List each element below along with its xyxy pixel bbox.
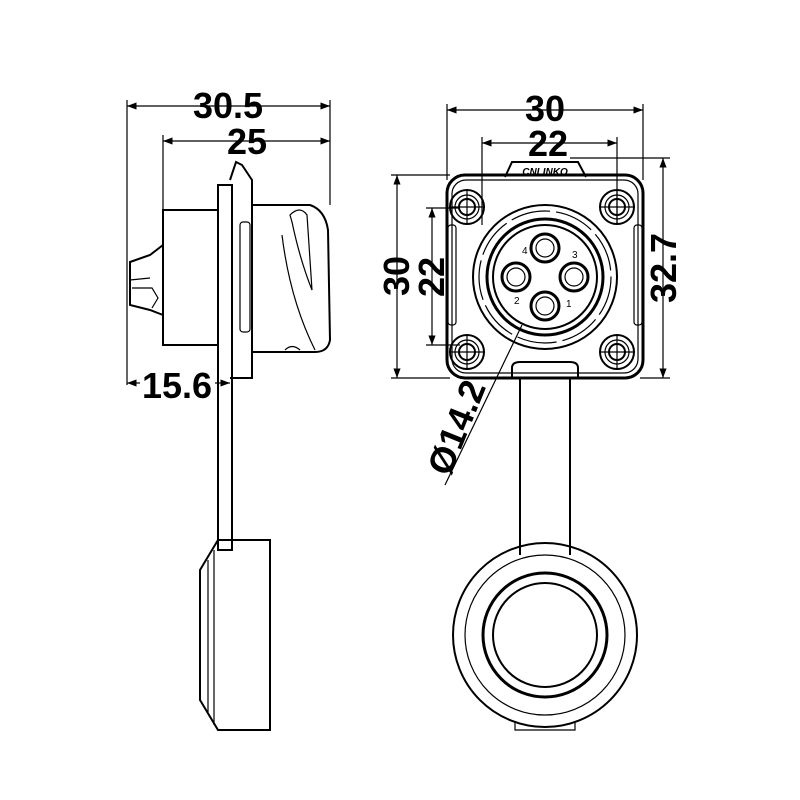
mounting-holes [449, 189, 635, 370]
dim-rear-length: 15.6 [142, 365, 212, 406]
dim-hole-spacing-v: 22 [411, 257, 452, 297]
dim-width: 30 [525, 88, 565, 129]
dimension-30-5: 30.5 [126, 85, 331, 385]
dimension-15-6: 15.6 [127, 365, 230, 406]
dim-overall-length: 30.5 [193, 85, 263, 126]
contact-pins: 1 2 3 4 [500, 232, 590, 322]
front-view: 30 22 30 22 32.7 CNLIN [376, 88, 684, 731]
pin-label-3: 3 [572, 250, 578, 261]
dim-body-length: 25 [227, 121, 267, 162]
dimension-30-left: 30 [376, 174, 450, 379]
dim-height: 30 [376, 256, 417, 296]
dimension-32-7: 32.7 [570, 157, 684, 379]
side-view: 30.5 25 15.6 [126, 85, 332, 731]
dimension-22-left: 22 [411, 207, 460, 346]
dim-total-height: 32.7 [643, 233, 684, 303]
dim-diameter: Ø14.2 [419, 374, 494, 480]
pin-label-2: 2 [514, 296, 520, 307]
dimension-25: 25 [162, 121, 330, 210]
dimension-22-top: 22 [481, 123, 618, 225]
dim-hole-spacing-h: 22 [528, 123, 568, 164]
pin-label-4: 4 [522, 246, 528, 257]
dimension-30-top: 30 [446, 88, 644, 180]
brand-logo: CNLINKO [522, 167, 568, 178]
pin-label-1: 1 [566, 299, 572, 310]
